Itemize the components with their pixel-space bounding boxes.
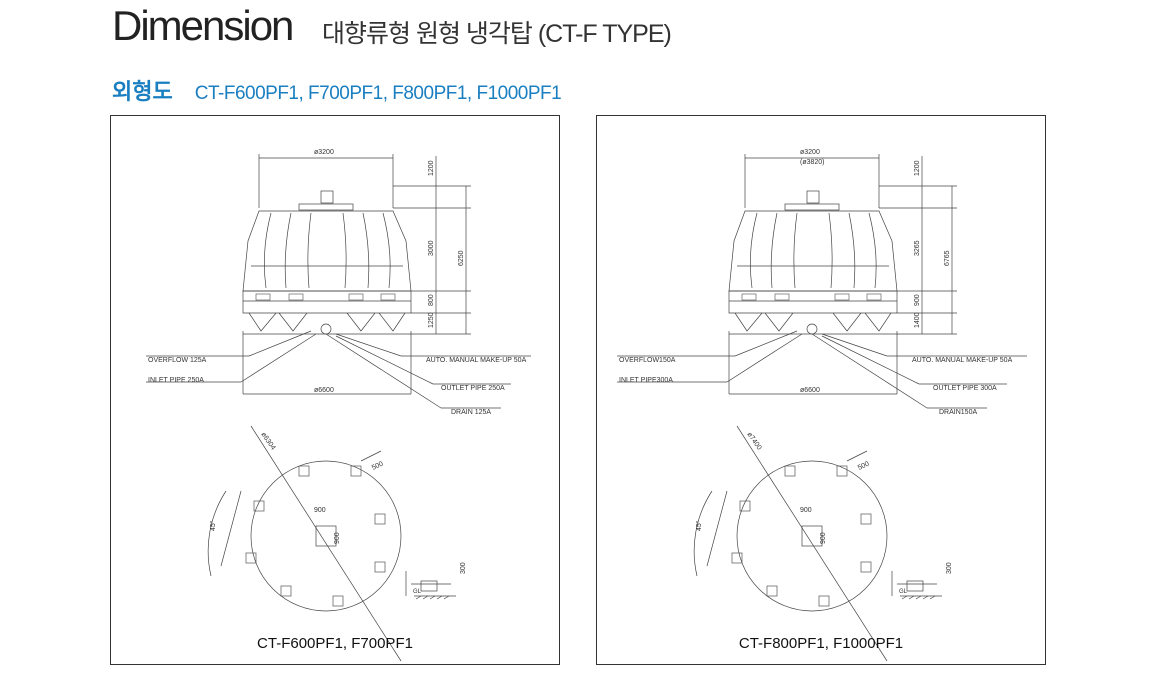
dim-top-dia: ø3200 bbox=[314, 149, 334, 156]
dim-h-top: 1200 bbox=[428, 160, 435, 176]
dim-plan-dia: ø7400 bbox=[745, 431, 762, 451]
label-inlet: INLET PIPE 250A bbox=[148, 377, 204, 384]
gl-label: GL bbox=[413, 589, 422, 595]
dim-pad: 500 bbox=[857, 460, 871, 471]
dim-base-dia: ø6600 bbox=[314, 387, 334, 394]
label-outlet: OUTLET PIPE 300A bbox=[933, 385, 997, 392]
label-inlet: INLET PIPE300A bbox=[619, 377, 673, 384]
tower-elevation bbox=[617, 154, 1027, 409]
dim-center-v: 900 bbox=[820, 532, 827, 544]
dim-h-leg: 1250 bbox=[428, 312, 435, 328]
dim-center-v: 900 bbox=[334, 532, 341, 544]
dim-base-dia: ø6600 bbox=[800, 387, 820, 394]
label-overflow: OVERFLOW 125A bbox=[148, 357, 207, 364]
dim-gl-height: 300 bbox=[946, 562, 953, 574]
page-title: Dimension bbox=[112, 2, 294, 49]
dim-angle: 45° bbox=[695, 520, 703, 531]
dim-top-dia: ø3200 bbox=[800, 149, 820, 156]
tower-plan bbox=[693, 425, 942, 662]
dim-h-mid: 3265 bbox=[914, 240, 921, 256]
drawing-svg-2: ø3200 (ø3820) 1200 3265 6765 900 1400 ø6… bbox=[617, 149, 1027, 662]
tower-elevation bbox=[146, 154, 531, 409]
tower-plan bbox=[207, 425, 456, 662]
dim-h-low: 900 bbox=[914, 294, 921, 306]
dim-h-top: 1200 bbox=[914, 160, 921, 176]
dim-h-low: 800 bbox=[428, 294, 435, 306]
drawing-svg-1: ø3200 1200 3000 6250 800 1250 ø6600 ø630… bbox=[146, 149, 531, 662]
label-drain: DRAIN150A bbox=[939, 409, 977, 416]
page-subtitle: 대향류형 원형 냉각탑 (CT-F TYPE) bbox=[322, 20, 672, 48]
label-makeup: AUTO. MANUAL MAKE-UP 50A bbox=[912, 357, 1013, 364]
dim-h-leg: 1400 bbox=[914, 312, 921, 328]
label-makeup: AUTO. MANUAL MAKE-UP 50A bbox=[426, 357, 527, 364]
section-label: 외형도 bbox=[112, 79, 173, 104]
panel-caption: CT-F800PF1, F1000PF1 bbox=[738, 635, 904, 652]
dim-h-mid: 3000 bbox=[428, 240, 435, 256]
dim-h-total: 6765 bbox=[944, 250, 951, 266]
dim-h-total: 6250 bbox=[458, 250, 465, 266]
dim-pad: 500 bbox=[371, 460, 385, 471]
drawing-panel-1: ø3200 1200 3000 6250 800 1250 ø6600 ø630… bbox=[110, 115, 560, 665]
drawing-panel-2: ø3200 (ø3820) 1200 3265 6765 900 1400 ø6… bbox=[596, 115, 1046, 665]
dim-angle: 45° bbox=[209, 520, 217, 531]
label-overflow: OVERFLOW150A bbox=[619, 357, 676, 364]
label-drain: DRAIN 125A bbox=[451, 409, 491, 416]
label-outlet: OUTLET PIPE 250A bbox=[441, 385, 505, 392]
dim-center: 900 bbox=[314, 507, 326, 514]
panel-caption: CT-F600PF1, F700PF1 bbox=[257, 635, 413, 652]
gl-label: GL bbox=[899, 589, 908, 595]
section-heading: 외형도 CT-F600PF1, F700PF1, F800PF1, F1000PF… bbox=[112, 74, 562, 106]
dim-center: 900 bbox=[800, 507, 812, 514]
dim-plan-dia: ø6304 bbox=[259, 431, 276, 451]
section-models: CT-F600PF1, F700PF1, F800PF1, F1000PF1 bbox=[194, 83, 562, 104]
dim-gl-height: 300 bbox=[460, 562, 467, 574]
dim-top-dia-2: (ø3820) bbox=[800, 159, 825, 166]
